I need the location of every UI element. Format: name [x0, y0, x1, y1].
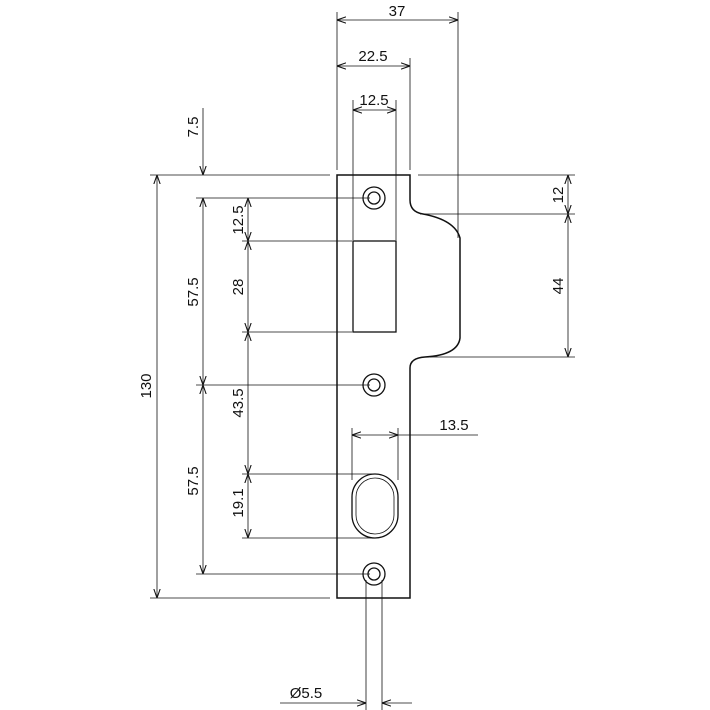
mounting-hole-top	[362, 186, 386, 210]
dim-label-hole-diameter: Ø5.5	[290, 685, 323, 702]
dim-label-pitch-upper: 57.5	[185, 277, 202, 306]
dim-label-width-22-5: 22.5	[358, 48, 387, 65]
strike-plate-outline	[336, 174, 461, 599]
dim-slot-width	[351, 428, 478, 480]
mounting-hole-middle	[362, 373, 386, 397]
dim-label-slot-height: 19.1	[230, 488, 247, 517]
dim-label-lip-height: 44	[550, 278, 567, 295]
dim-width-12-5	[352, 100, 397, 240]
dim-label-window-to-hole: 43.5	[230, 388, 247, 417]
dim-label-hole-to-window: 12.5	[230, 205, 247, 234]
dim-hole-diameter	[280, 580, 412, 710]
dim-label-width-12-5: 12.5	[359, 92, 388, 109]
dim-label-pitch-lower: 57.5	[185, 466, 202, 495]
dim-label-width-total: 37	[389, 3, 406, 20]
dim-label-overall-height: 130	[138, 373, 155, 398]
bolt-slot	[351, 473, 399, 539]
dim-label-top-offset: 7.5	[185, 117, 202, 138]
latch-window	[352, 240, 397, 333]
dim-width-total	[336, 12, 459, 238]
bolt-slot-inner	[355, 477, 395, 535]
dim-width-22-5	[337, 58, 411, 170]
dim-label-lip-top: 12	[550, 187, 567, 204]
dim-label-slot-width: 13.5	[439, 417, 468, 434]
dim-label-window-height: 28	[230, 279, 247, 296]
